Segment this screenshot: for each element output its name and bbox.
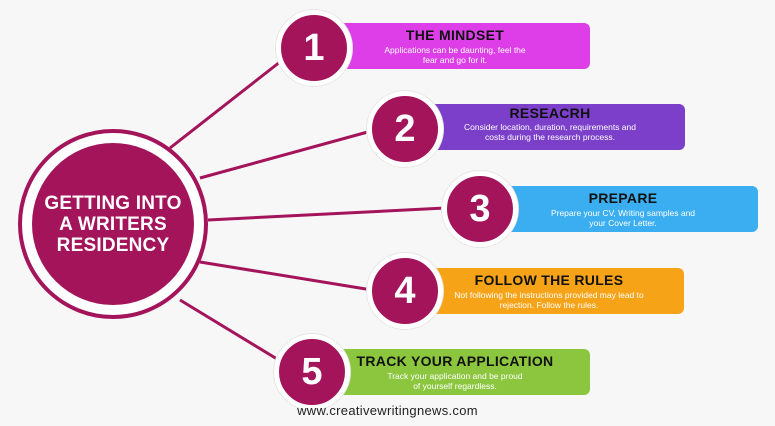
connector-line-2 (199, 128, 376, 180)
central-topic-title: GETTING INTO A WRITERS RESIDENCY (44, 192, 182, 256)
central-topic-inner: GETTING INTO A WRITERS RESIDENCY (32, 143, 194, 305)
step-number-5: 5 (301, 351, 323, 393)
step-title-1: THE MINDSET (405, 27, 505, 43)
step-title-5: TRACK YOUR APPLICATION (356, 353, 554, 369)
footer-website: www.creativewritingnews.com (297, 403, 478, 418)
step-number-4: 4 (394, 270, 416, 312)
step-number-1: 1 (303, 27, 325, 69)
step-title-3: PREPARE (588, 190, 658, 206)
step-description-3: Prepare your CV, Writing samples and you… (550, 208, 696, 228)
step-card-2: RESEACRH Consider location, duration, re… (415, 104, 685, 150)
step-number-badge-4: 4 (367, 253, 443, 329)
connector-line-3 (207, 206, 446, 222)
step-number-badge-1: 1 (276, 10, 352, 86)
connector-line-4 (199, 260, 373, 292)
step-number-3: 3 (469, 188, 491, 230)
step-description-2: Consider location, duration, requirement… (464, 122, 636, 142)
step-description-5: Track your application and be proud of y… (387, 371, 523, 391)
step-number-badge-5: 5 (274, 334, 350, 410)
step-number-2: 2 (394, 108, 416, 150)
central-topic-circle: GETTING INTO A WRITERS RESIDENCY (18, 129, 208, 319)
step-description-4: Not following the instructions provided … (454, 290, 644, 310)
step-title-4: FOLLOW THE RULES (474, 272, 624, 288)
step-number-badge-2: 2 (367, 91, 443, 167)
step-description-1: Applications can be daunting, feel the f… (384, 45, 526, 65)
step-card-5: TRACK YOUR APPLICATION Track your applic… (320, 349, 590, 395)
step-card-3: PREPARE Prepare your CV, Writing samples… (488, 186, 758, 232)
step-number-badge-3: 3 (442, 171, 518, 247)
step-card-1: THE MINDSET Applications can be daunting… (320, 23, 590, 69)
step-title-2: RESEACRH (509, 105, 591, 121)
step-card-4: FOLLOW THE RULES Not following the instr… (414, 268, 684, 314)
connector-line-1 (169, 56, 286, 150)
connector-line-5 (179, 298, 283, 364)
